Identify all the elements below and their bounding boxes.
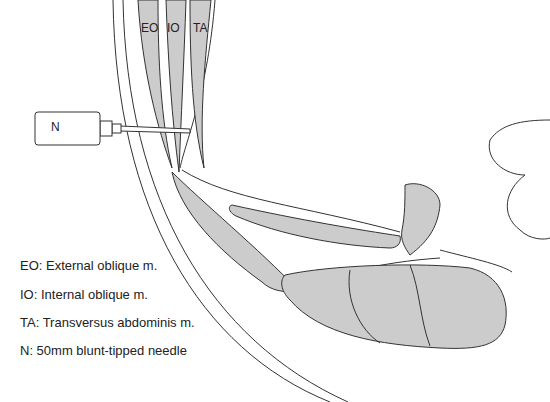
needle-hub	[112, 124, 121, 133]
muscle-label: TA	[193, 22, 207, 35]
key-text: N: 50mm blunt-tipped needle	[18, 344, 189, 358]
key-text: EO: External oblique m.	[18, 259, 159, 273]
fascia-line	[440, 250, 512, 272]
key-text: IO: Internal oblique m.	[18, 288, 150, 302]
muscle	[402, 184, 440, 255]
transversus-abdominis	[190, 0, 211, 168]
muscle	[172, 172, 298, 292]
key-text: TA: Transversus abdominis m.	[18, 316, 197, 330]
skin-line	[123, 0, 348, 402]
needle	[120, 126, 190, 133]
muscle-label: IO	[167, 22, 180, 35]
muscle-division	[349, 270, 380, 343]
muscle	[229, 205, 400, 248]
back-muscle	[282, 265, 507, 348]
needle-hub	[100, 121, 112, 136]
internal-oblique	[166, 0, 186, 172]
syringe-barrel	[35, 112, 100, 145]
vertebra	[489, 120, 550, 239]
skin-line	[113, 0, 330, 402]
muscle-division	[410, 265, 430, 346]
muscle-label: EO	[141, 22, 158, 35]
needle-label: N	[51, 121, 60, 134]
